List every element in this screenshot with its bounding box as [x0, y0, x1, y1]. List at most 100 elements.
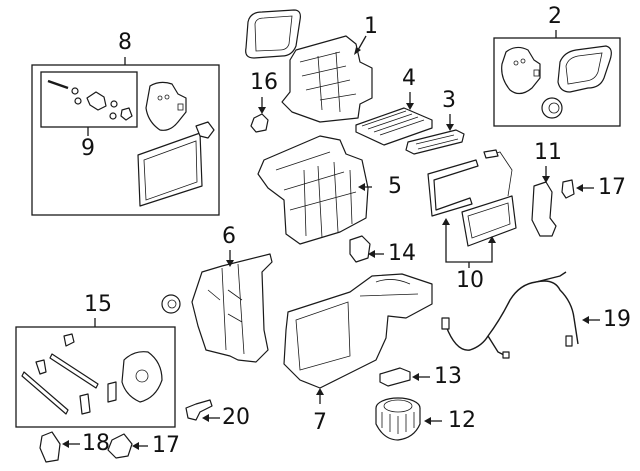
gasket-inner	[254, 15, 293, 52]
arrowhead	[542, 176, 550, 183]
resistor-13	[379, 367, 411, 387]
group-box-15	[15, 318, 176, 428]
air-duct-6	[191, 253, 273, 363]
o-ring	[110, 100, 118, 108]
callout-13: 13	[434, 364, 462, 389]
actuator-14	[349, 235, 371, 263]
washer	[74, 97, 82, 105]
connector	[441, 317, 450, 330]
callout-9: 9	[81, 136, 95, 161]
callout-20: 20	[222, 405, 250, 430]
slot	[177, 103, 184, 111]
cabin-filter	[355, 107, 433, 146]
link-rod	[21, 371, 69, 415]
callout-1: 1	[364, 14, 378, 39]
group-box-8	[31, 57, 220, 216]
hole	[513, 60, 519, 66]
gasket-inner	[565, 52, 603, 85]
arrowhead	[424, 417, 431, 425]
group-box-2	[493, 30, 621, 127]
heater-case	[257, 135, 369, 245]
arrowhead	[368, 250, 375, 258]
washer	[71, 87, 79, 95]
callout-19: 19	[603, 307, 631, 332]
callout-10: 10	[456, 268, 484, 293]
group-frame-2	[493, 37, 621, 127]
callout-5: 5	[388, 174, 402, 199]
arrowhead	[576, 184, 583, 192]
callout-18: 18	[82, 431, 110, 456]
bolt	[47, 79, 69, 90]
seal-plate	[501, 46, 541, 95]
hole	[157, 95, 163, 101]
callout-6: 6	[222, 224, 236, 249]
arrowhead	[316, 388, 324, 395]
callout-17a: 17	[598, 175, 626, 200]
arrowhead	[132, 442, 139, 450]
sensor-20	[185, 399, 213, 421]
o-ring	[109, 112, 117, 120]
arrowhead	[488, 236, 496, 243]
upper-case	[281, 35, 373, 123]
bracket	[107, 381, 117, 403]
sensor-18	[39, 431, 61, 463]
leader-1	[357, 35, 367, 51]
callout-2: 2	[548, 4, 562, 29]
evaporator-core	[137, 121, 215, 207]
arrowhead	[582, 316, 589, 324]
wiring-harness	[441, 271, 579, 359]
bolt	[63, 333, 75, 347]
callout-15: 15	[84, 292, 112, 317]
connector	[565, 335, 573, 347]
actuator-motor	[121, 351, 163, 403]
arrowhead	[202, 414, 209, 422]
expansion-valve	[86, 91, 107, 111]
lever	[35, 359, 47, 375]
callout-7: 7	[313, 410, 327, 435]
callout-11: 11	[534, 140, 562, 165]
actuator-11	[531, 181, 557, 237]
lower-housing	[283, 273, 433, 389]
callout-3: 3	[442, 88, 456, 113]
callout-16: 16	[250, 70, 278, 95]
evaporator-seal-plate	[145, 81, 187, 131]
arrowhead	[358, 183, 365, 191]
arrowhead	[226, 260, 234, 267]
arrowhead	[62, 440, 69, 448]
callout-14: 14	[388, 241, 416, 266]
expansion-valve-kit	[47, 79, 133, 121]
grommet	[161, 294, 181, 314]
arrowhead	[354, 47, 361, 55]
hole	[520, 58, 526, 64]
group-box-9	[40, 71, 138, 136]
callout-17b: 17	[152, 433, 180, 458]
hole	[164, 94, 170, 100]
arrowhead	[412, 373, 419, 381]
clip	[120, 107, 133, 121]
grommet-ring	[167, 299, 177, 309]
arrowhead	[258, 107, 266, 114]
connector	[502, 351, 510, 359]
sensor-17-right	[561, 179, 575, 199]
group-frame-9	[40, 71, 138, 128]
filter-cover	[405, 129, 465, 155]
heater-core	[427, 149, 517, 247]
arrowhead	[442, 218, 450, 225]
arrowhead	[446, 124, 454, 131]
arrowhead	[406, 103, 414, 110]
sensor-16	[250, 113, 269, 133]
actuator-kit	[21, 333, 163, 415]
gasket	[557, 45, 612, 93]
grommet	[541, 97, 563, 119]
motor-hub	[135, 369, 149, 383]
callout-8: 8	[118, 30, 132, 55]
bracket	[79, 393, 91, 415]
case-gasket	[245, 9, 301, 59]
slot	[533, 69, 540, 77]
sensor-17-bottom	[107, 433, 133, 459]
blower-motor	[375, 397, 421, 441]
link-rod	[49, 353, 99, 389]
callout-4: 4	[402, 66, 416, 91]
